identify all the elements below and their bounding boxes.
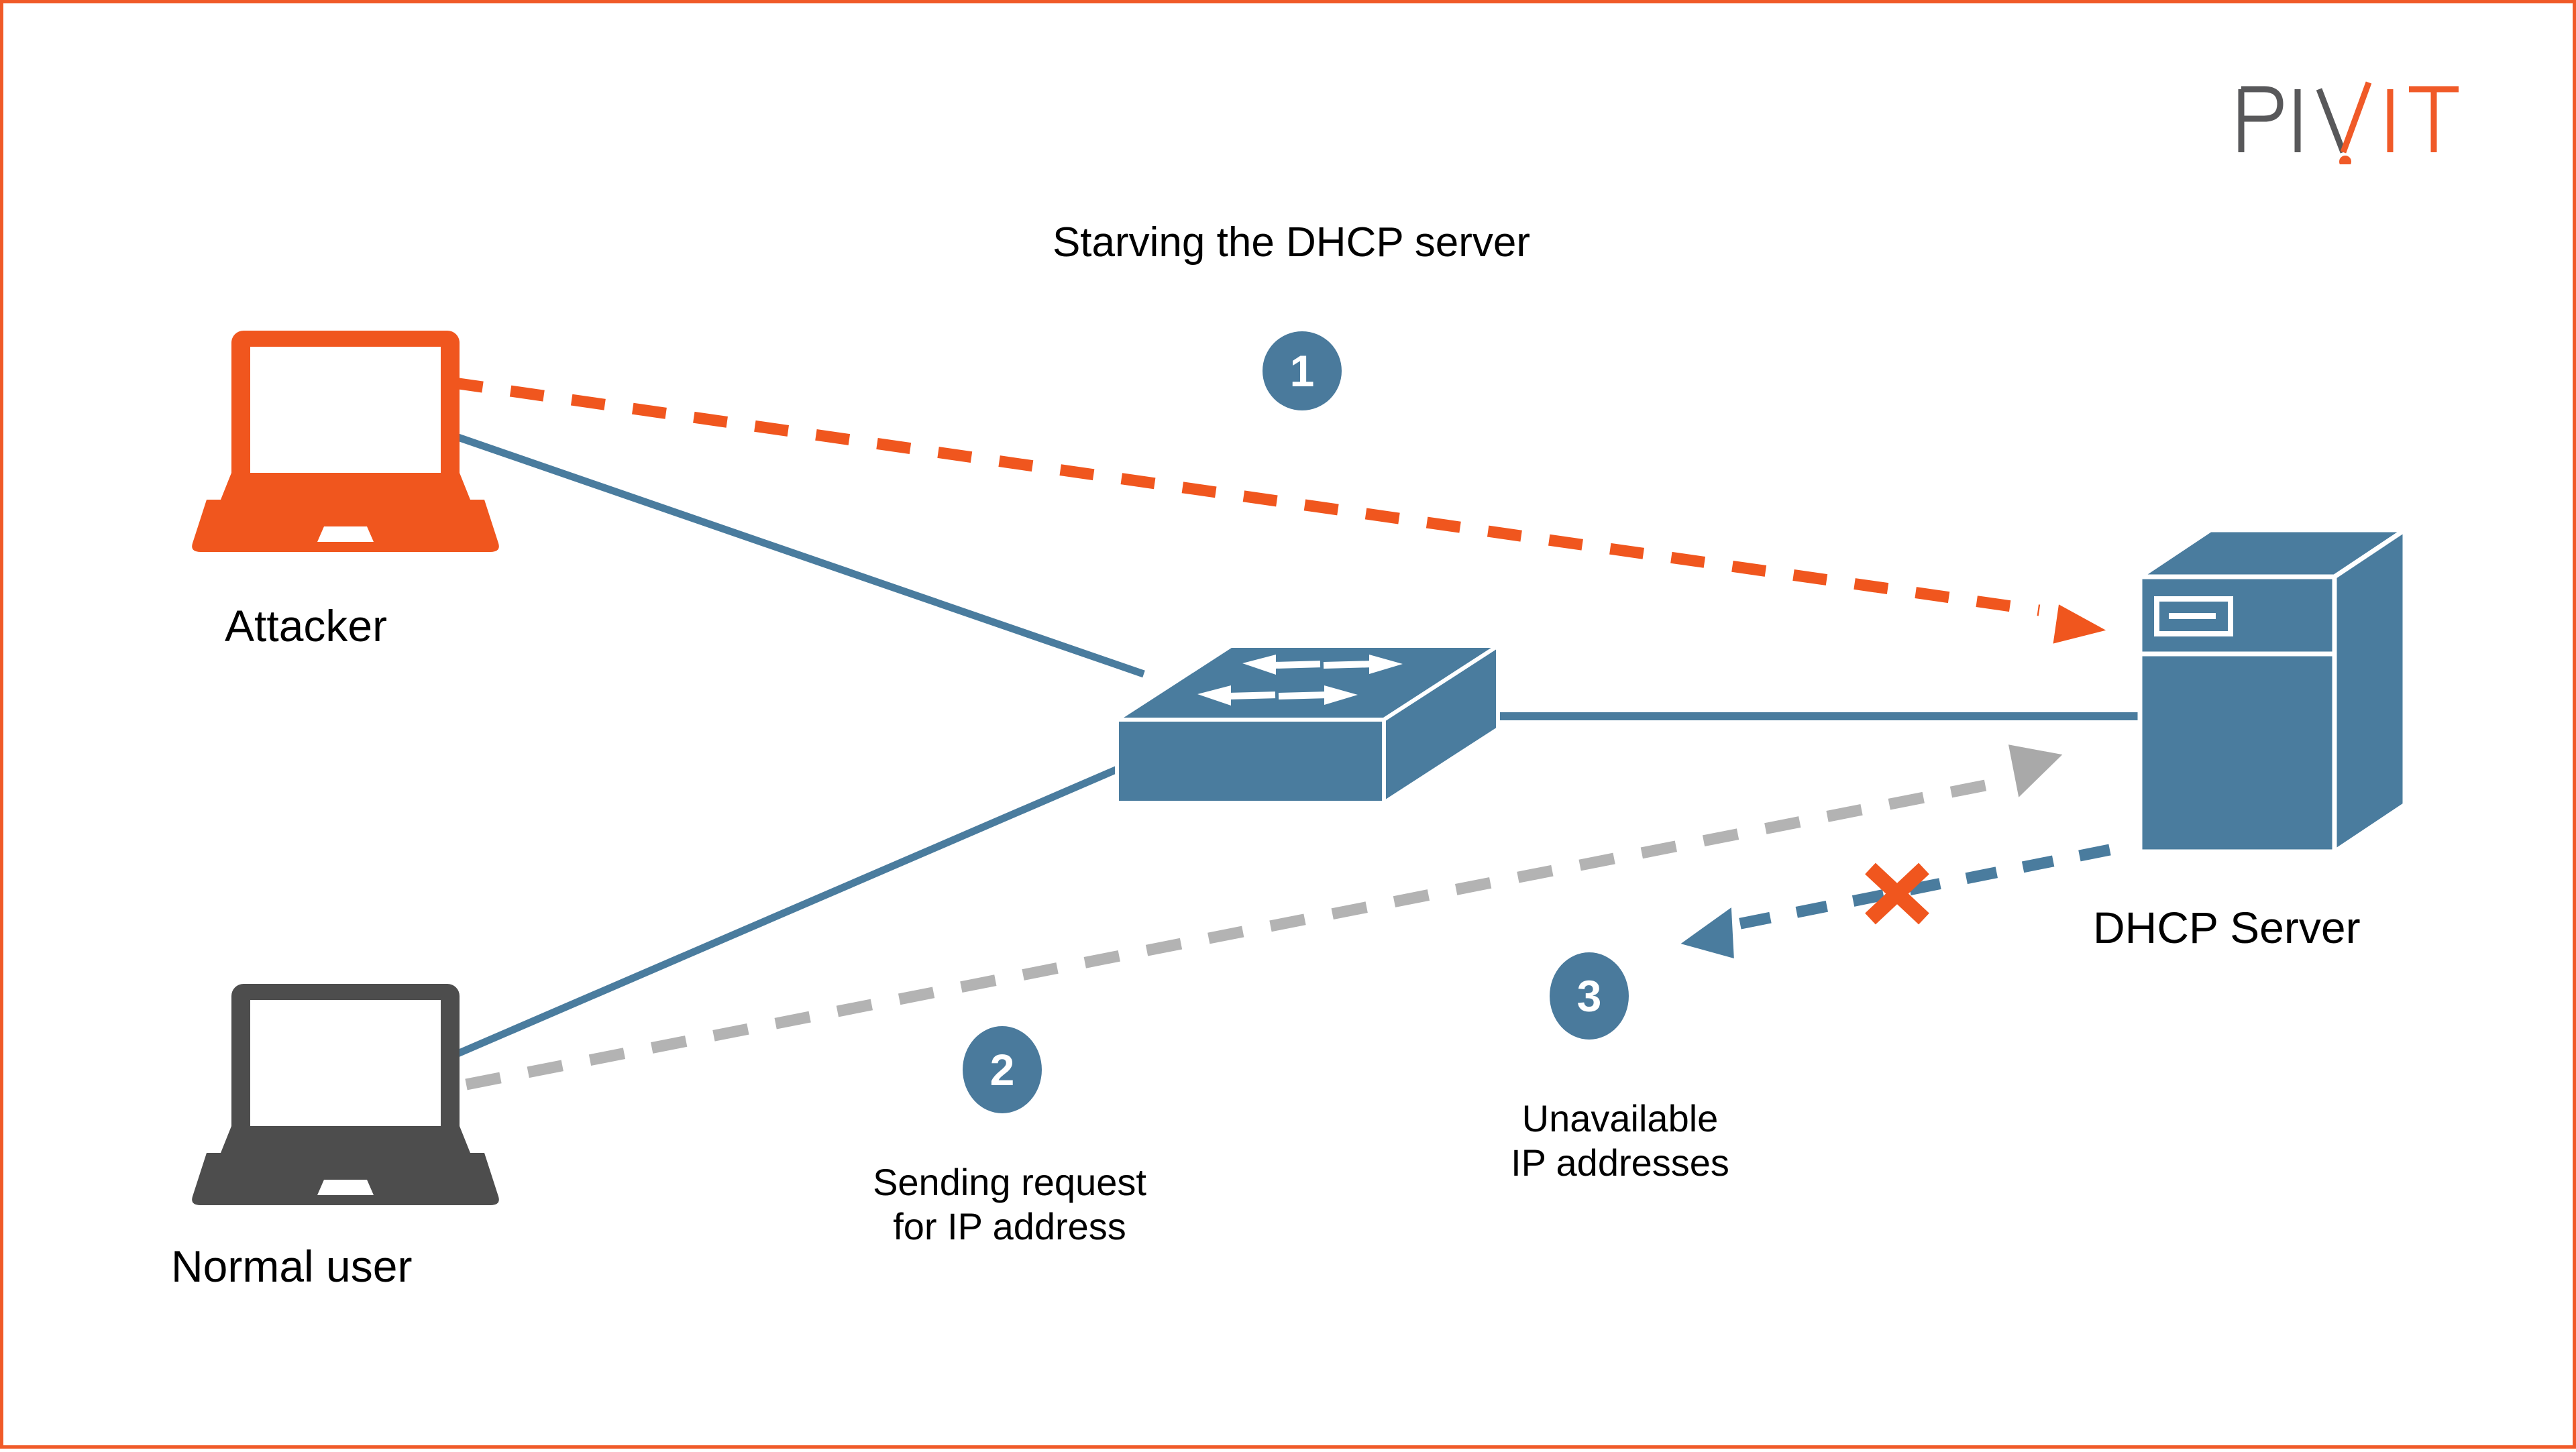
pivit-logo[interactable] <box>2237 77 2499 164</box>
laptop-icon-normal-user <box>192 984 499 1205</box>
flow-step1-line <box>448 376 2041 616</box>
network-switch-icon <box>1110 642 1505 807</box>
link-attacker-to-switch <box>453 432 1145 678</box>
page-title: Starving the DHCP server <box>1052 219 1531 266</box>
switch-arrow-left-lower <box>1197 685 1276 706</box>
flow-step3-unavailable <box>1680 844 2111 958</box>
step-label-2-line1: Sending request <box>873 1161 1146 1203</box>
laptop-icon-attacker <box>192 331 499 552</box>
network-diagram-graphics <box>192 331 2413 1205</box>
server-icon-dhcp <box>2132 525 2413 856</box>
server-drive-slot <box>2169 613 2216 619</box>
server-drive-bay <box>2154 596 2233 636</box>
flow-step2-request <box>465 744 2063 1091</box>
flow-step3-arrowhead <box>1680 907 1734 958</box>
flow-step1-starvation <box>448 376 2106 644</box>
flow-step1-arrowhead <box>2053 604 2106 644</box>
switch-arrow-right-lower <box>1278 685 1358 705</box>
flow-step3-line <box>1723 844 2111 933</box>
step-label-3: Unavailable IP addresses <box>1389 1097 1851 1185</box>
node-label-attacker: Attacker <box>225 601 388 651</box>
switch-arrow-right-upper <box>1323 655 1403 674</box>
step-label-3-line2: IP addresses <box>1511 1141 1729 1184</box>
node-label-normal-user: Normal user <box>171 1241 413 1291</box>
flow-step2-line <box>465 775 2007 1091</box>
node-label-dhcp-server: DHCP Server <box>2093 903 2361 952</box>
step-badge-3: 3 <box>1550 952 1629 1040</box>
flow-step2-arrowhead <box>2008 744 2063 797</box>
switch-arrow-left-upper <box>1242 655 1321 675</box>
step-label-2: Sending request for IP address <box>748 1160 1271 1249</box>
step-label-2-line2: for IP address <box>893 1205 1126 1248</box>
x-mark-icon <box>1865 862 1929 925</box>
step-badge-2: 2 <box>963 1026 1042 1113</box>
step-badge-1: 1 <box>1263 331 1342 410</box>
step-label-3-line1: Unavailable <box>1521 1097 1719 1139</box>
link-user-to-switch <box>449 764 1122 1060</box>
